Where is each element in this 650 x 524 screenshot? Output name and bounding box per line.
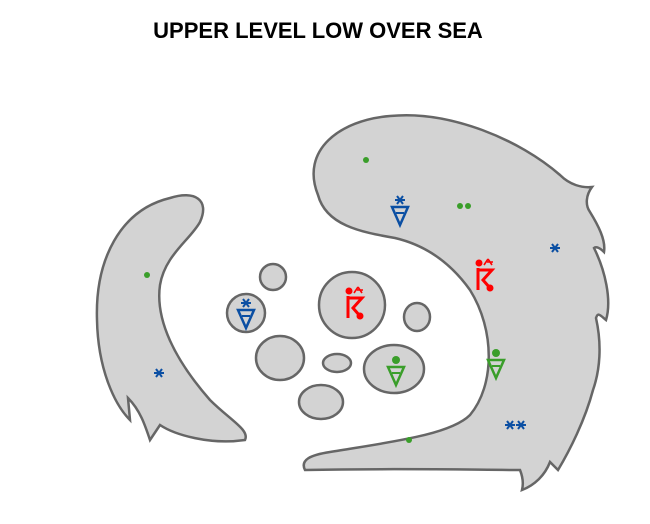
right-comma-cloud (302, 114, 610, 493)
rain-dot-icon (144, 272, 150, 278)
rain-dot-icon (406, 437, 412, 443)
diagram-title: UPPER LEVEL LOW OVER SEA (153, 18, 483, 43)
left-crescent-cloud (95, 194, 247, 443)
rain-shower-icon (486, 349, 506, 380)
cloud-cell (225, 292, 267, 334)
rain-shower-icon (386, 356, 406, 387)
cloud-cell (297, 383, 345, 421)
cloud-cell (317, 270, 387, 340)
rain-dot-icon (363, 157, 369, 163)
cloud-cell (402, 301, 432, 333)
cloud-cell (362, 343, 426, 395)
rain-dot-icon (465, 203, 471, 209)
rain-dot-icon (457, 203, 463, 209)
cloud-cell (258, 262, 288, 292)
cloud-cell (321, 352, 353, 374)
cloud-cell (254, 334, 306, 382)
